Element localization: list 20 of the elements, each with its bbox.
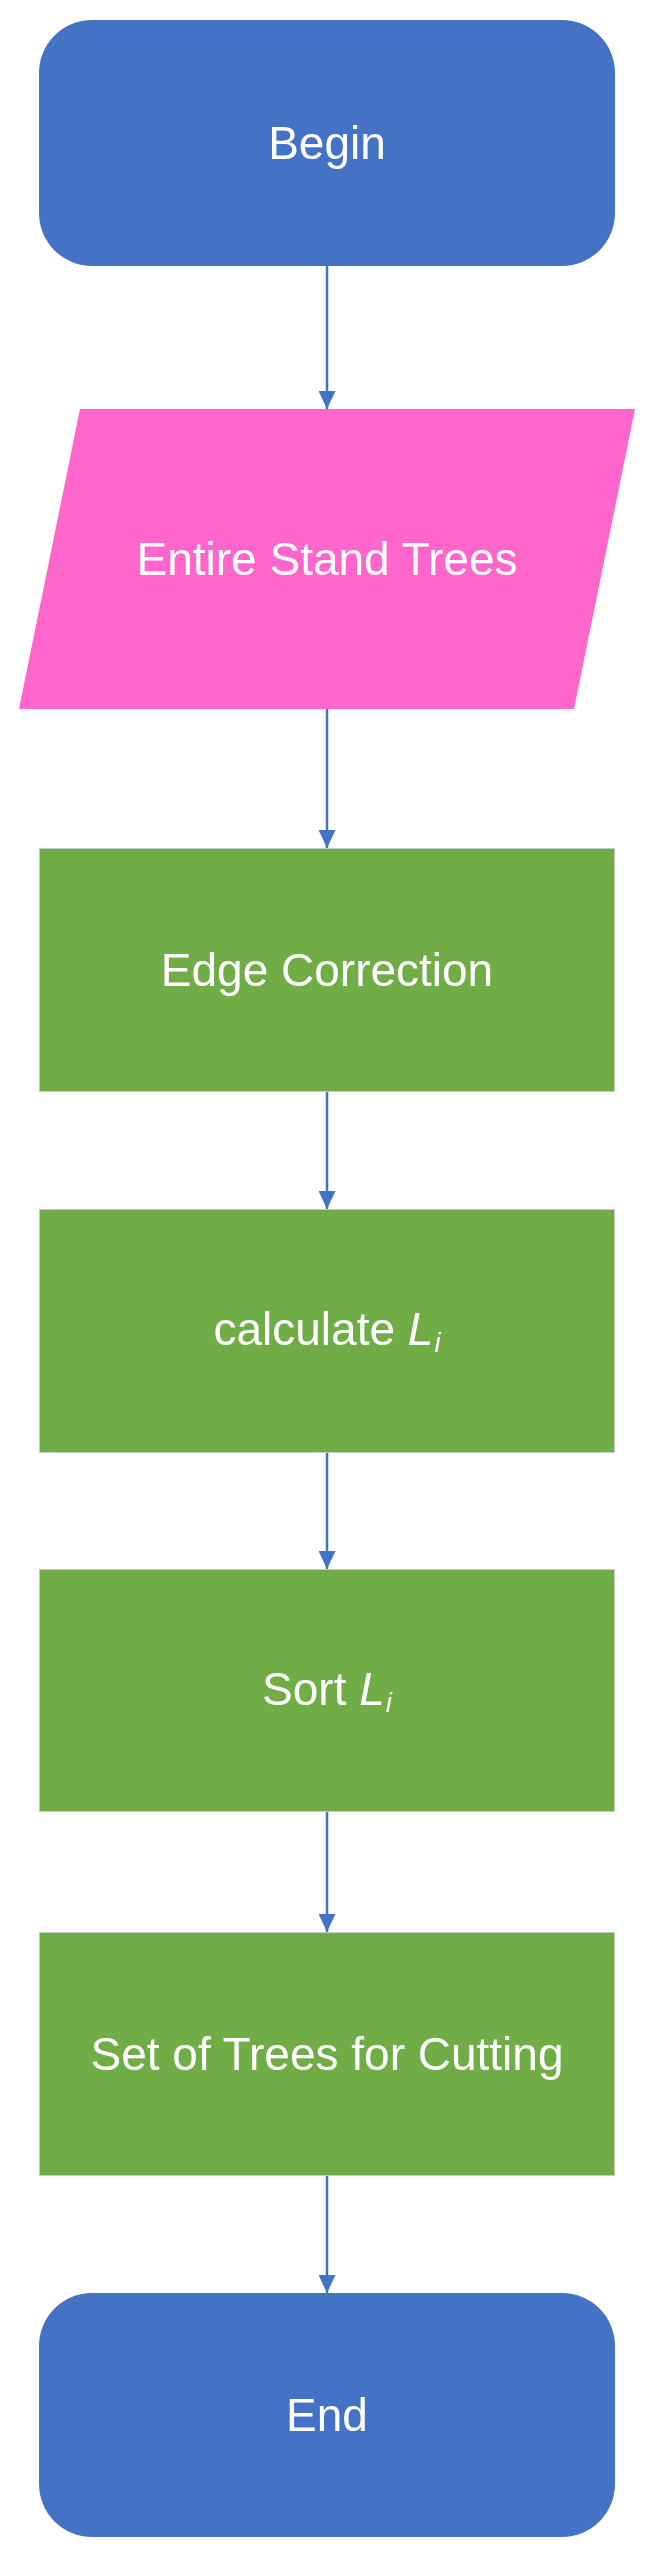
node-label: Entire Stand Trees <box>136 532 518 586</box>
node-label: Edge Correction <box>160 943 494 997</box>
node-label: Sort L$_{i}$ <box>262 1662 392 1719</box>
node-label: End <box>286 2388 368 2442</box>
node-label: Set of Trees for Cutting <box>90 2027 564 2081</box>
process-box <box>39 848 615 1092</box>
terminal-box <box>39 2293 615 2537</box>
process-box <box>39 1569 615 1812</box>
arrow <box>318 266 336 409</box>
arrow <box>318 2176 336 2293</box>
input-parallelogram <box>19 409 635 709</box>
arrow <box>318 709 336 848</box>
node-label: calculate L$_{i}$ <box>213 1303 441 1359</box>
arrow <box>318 1092 336 1209</box>
process-box <box>39 1209 615 1453</box>
arrow <box>318 1812 336 1932</box>
process-box <box>39 1932 615 2176</box>
node-label: Begin <box>268 116 386 170</box>
terminal-box <box>39 20 615 266</box>
arrow <box>318 1453 336 1569</box>
